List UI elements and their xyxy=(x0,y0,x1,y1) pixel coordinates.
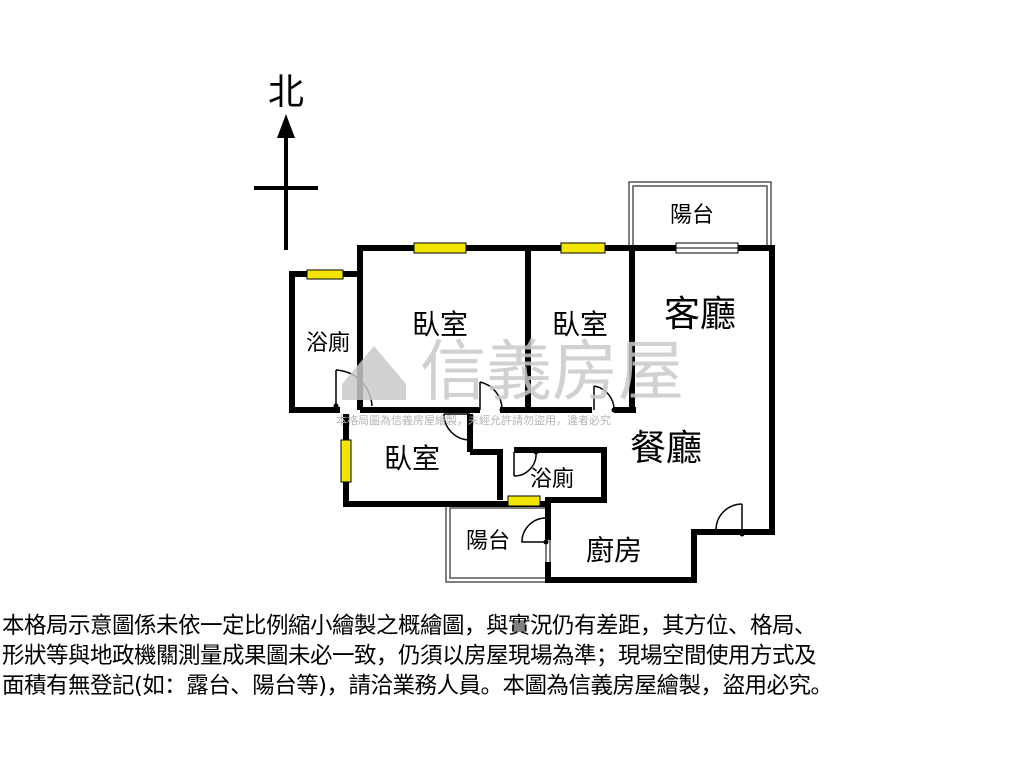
window-bedroom3 xyxy=(340,439,352,483)
label-bath-1: 浴廁 xyxy=(306,331,350,356)
door-entrance xyxy=(715,503,743,534)
watermark-note: 本格局圖為信義房屋繪製，未經允許請勿盜用，違者必究 xyxy=(336,413,611,427)
watermark: 信義房屋 本格局圖為信義房屋繪製，未經允許請勿盜用，違者必究 xyxy=(336,333,684,427)
door-bath2 xyxy=(513,451,537,477)
disclaimer-line-1: 本格局示意圖係未依一定比例縮小繪製之概繪圖，與實況仍有差距，其方位、格局、 xyxy=(2,613,817,639)
disclaimer-line-2: 形狀等與地政機關測量成果圖未必一致，仍須以房屋現場為準；現場空間使用方式及 xyxy=(2,643,817,669)
doors xyxy=(335,369,743,543)
disclaimer-line-3: 面積有無登記(如：露台、陽台等)，請洽業務人員。本圖為信義房屋繪製，盜用必究。 xyxy=(2,673,833,699)
floor-plan: 北 xyxy=(254,72,775,583)
door-balcony2 xyxy=(521,517,547,543)
north-compass: 北 xyxy=(254,72,318,250)
label-bedroom-3: 臥室 xyxy=(384,442,440,475)
label-kitchen: 廚房 xyxy=(586,534,642,567)
sliding-door-balcony xyxy=(675,242,739,254)
watermark-brand: 信義房屋 xyxy=(420,333,684,410)
disclaimer-text: 本格局示意圖係未依一定比例縮小繪製之概繪圖，與實況仍有差距，其方位、格局、 形狀… xyxy=(2,611,1022,701)
wall-bath2 xyxy=(514,447,607,540)
label-balcony-south: 陽台 xyxy=(466,529,510,554)
window-bath2 xyxy=(507,495,541,507)
door-bedroom2 xyxy=(593,385,615,411)
compass-north-label: 北 xyxy=(268,72,304,113)
label-dining-room: 餐廳 xyxy=(630,428,702,469)
wall-living-kitchen xyxy=(545,245,775,583)
window-bath1 xyxy=(306,269,344,280)
door-bedroom3 xyxy=(443,413,471,441)
label-living-room: 客廳 xyxy=(664,294,736,335)
window-bedroom2 xyxy=(560,242,606,254)
door-bedroom1 xyxy=(479,381,503,411)
compass-arrow-icon xyxy=(277,114,295,138)
label-bath-2: 浴廁 xyxy=(530,467,574,492)
label-bedroom-1: 臥室 xyxy=(412,308,468,341)
label-bedroom-2: 臥室 xyxy=(552,308,608,341)
window-bedroom1 xyxy=(413,242,467,254)
windows xyxy=(306,242,606,507)
brand-logo-icon xyxy=(342,346,406,400)
label-balcony-north: 陽台 xyxy=(670,203,714,228)
wall-bath2-left xyxy=(470,449,503,500)
